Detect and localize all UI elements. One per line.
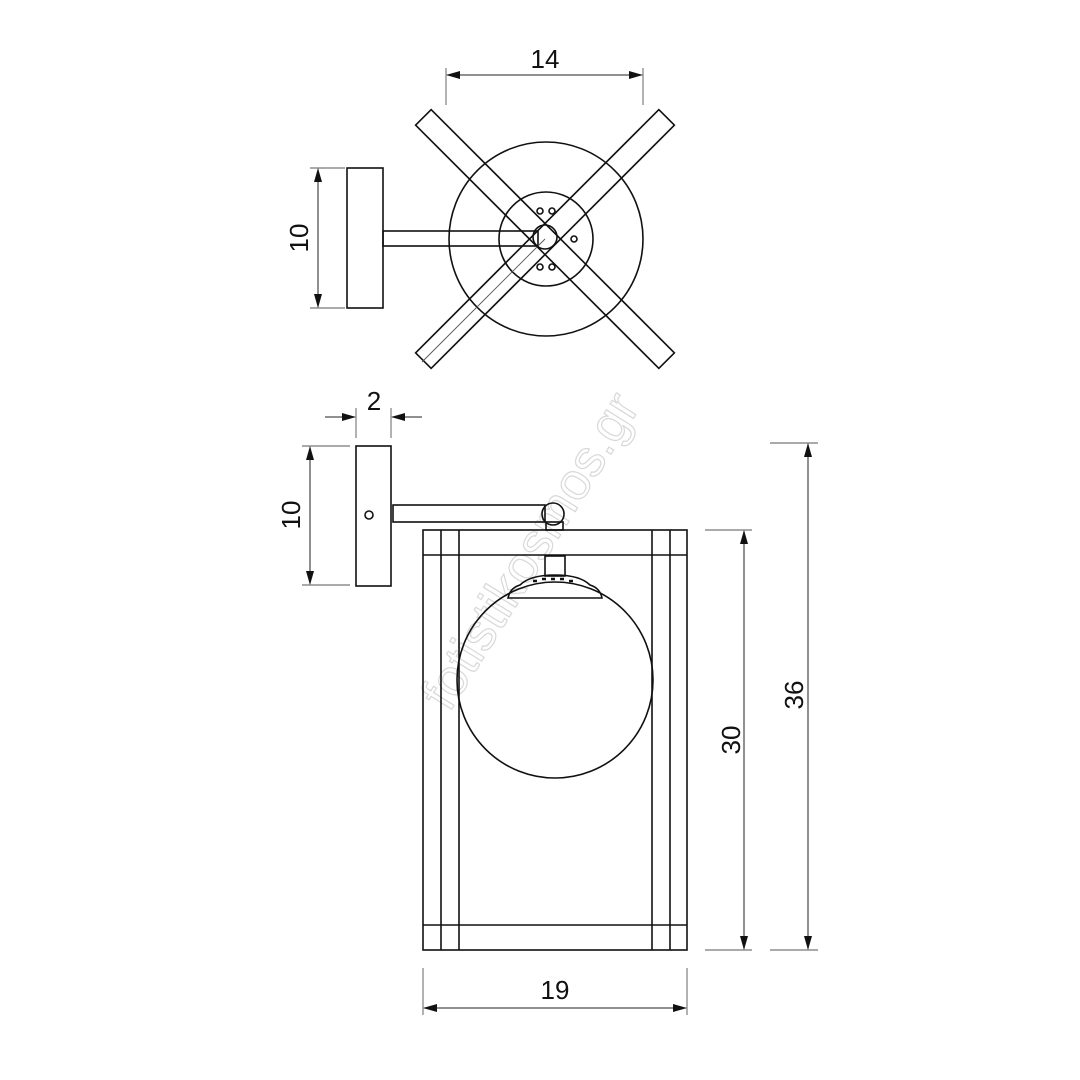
canopy-outer-circle <box>448 141 644 337</box>
dimension-frame-width: 19 <box>422 968 688 1015</box>
arm-top <box>382 230 539 247</box>
wall-plate-side <box>355 445 392 587</box>
arm-side <box>392 504 546 523</box>
canopy-inner-circle <box>498 191 594 287</box>
dimension-total-height: 36 <box>770 442 818 951</box>
cross-bars <box>414 108 676 370</box>
svg-text:fotistikosmos.gr: fotistikosmos.gr <box>410 382 651 719</box>
dimension-plate-depth: 2 <box>325 386 422 438</box>
svg-text:19: 19 <box>541 975 570 1005</box>
dimension-top-plate-height: 10 <box>284 167 345 309</box>
svg-text:2: 2 <box>367 386 381 416</box>
screw-holes <box>536 207 578 271</box>
arm-joint-ball <box>541 502 565 526</box>
globe-lamp <box>456 555 654 779</box>
side-view: 2 10 30 36 <box>276 386 818 1015</box>
svg-text:10: 10 <box>284 224 314 253</box>
frame <box>422 529 688 951</box>
dimension-frame-height: 30 <box>705 529 752 951</box>
arm-joint-ball <box>532 224 558 250</box>
svg-text:10: 10 <box>276 501 306 530</box>
svg-text:30: 30 <box>716 726 746 755</box>
watermark: fotistikosmos.gr <box>410 382 652 720</box>
wall-plate-top <box>346 167 384 309</box>
svg-text:36: 36 <box>779 681 809 710</box>
screw-icon <box>364 510 374 520</box>
svg-text:14: 14 <box>531 44 560 74</box>
top-view: 14 10 <box>284 44 676 370</box>
dimension-side-plate-height: 10 <box>276 445 350 586</box>
dimension-top-width: 14 <box>445 44 644 105</box>
